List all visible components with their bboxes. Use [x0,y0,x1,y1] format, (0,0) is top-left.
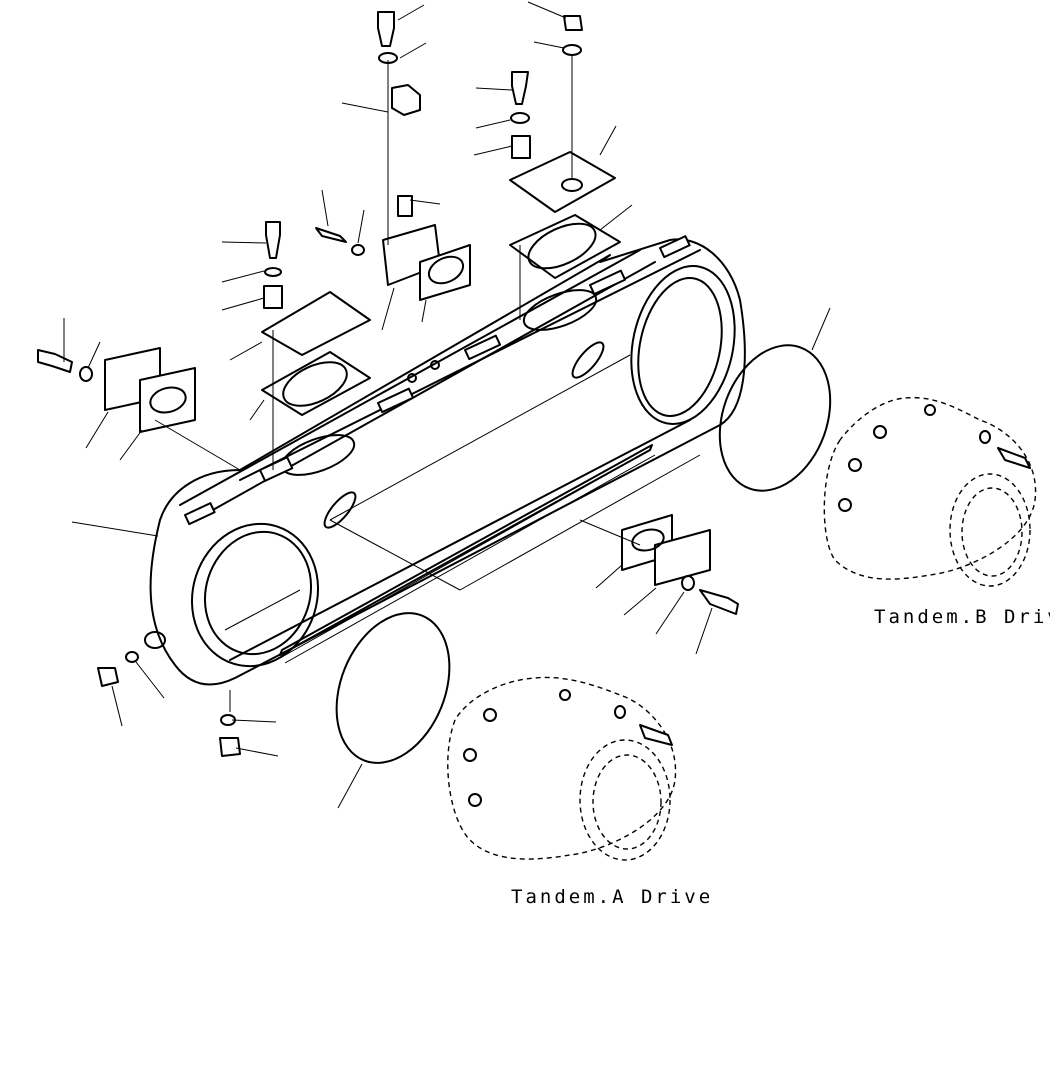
assembly-guide-lines [154,55,701,712]
right-side-cover-set [621,514,739,615]
right-bore [630,265,736,425]
tandem-b-drive-caption: Tandem.B Drive [874,606,1050,628]
tandem-case-housing [149,238,746,686]
left-cover-plate-assembly [261,221,371,416]
drain-plugs [97,651,241,757]
o-rings [335,344,832,764]
top-face-openings [144,235,691,649]
right-cover-plate-assembly [509,15,621,279]
bracket-side-bolt [315,227,365,256]
tandem-b-final-drive [823,396,1037,587]
callout-leader-lines [63,1,831,809]
left-bore [190,522,320,668]
tandem-a-final-drive [447,676,677,861]
left-side-cover-set [37,347,196,433]
center-bracket-assembly [377,11,471,301]
tandem-a-drive-caption: Tandem.A Drive [511,886,714,908]
